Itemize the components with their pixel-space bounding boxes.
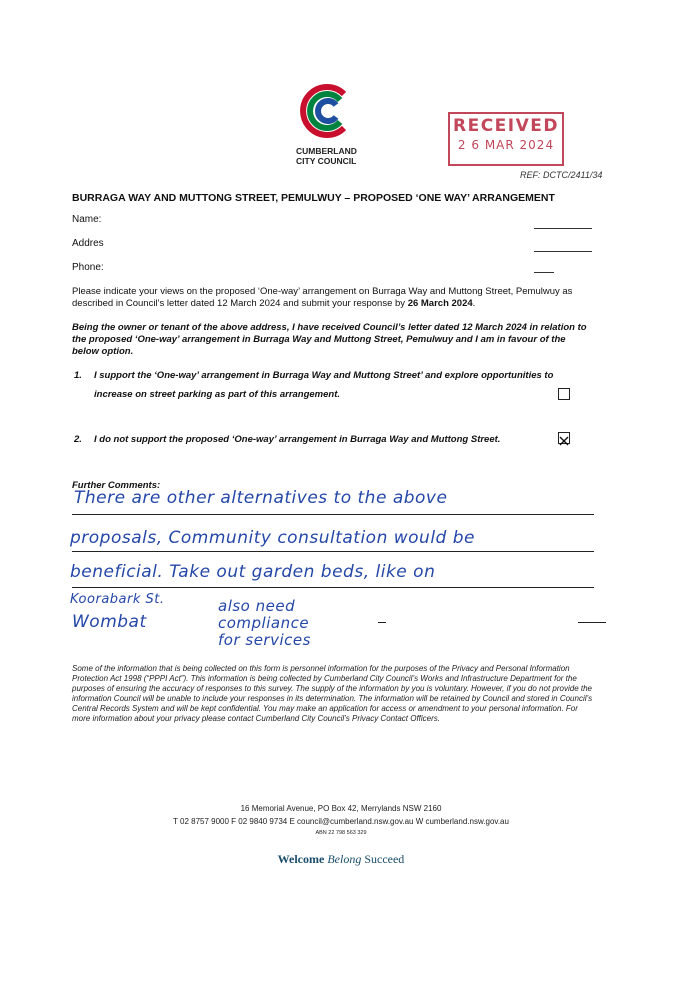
phone-line[interactable]: [534, 272, 554, 273]
comment-line-1: There are other alternatives to the abov…: [74, 488, 448, 508]
address-line[interactable]: [534, 251, 592, 252]
address-label: Addres: [72, 238, 104, 249]
phone-label: Phone:: [72, 262, 104, 273]
footer-contacts: T 02 8757 9000 F 02 9840 9734 E council@…: [173, 817, 509, 826]
stamp-received-text: RECEIVED: [453, 116, 559, 136]
footer-abn: ABN 22 798 563 329: [315, 830, 367, 836]
option-1-checkbox[interactable]: [558, 388, 570, 400]
option-1-line1: I support the ‘One-way’ arrangement in B…: [94, 370, 554, 381]
comment-side-note: also need compliance for services: [218, 598, 311, 649]
comment-rule-3: [72, 587, 594, 588]
comment-rule-1: [72, 514, 594, 515]
org-name: CUMBERLAND CITY COUNCIL: [296, 146, 357, 166]
name-label: Name:: [72, 214, 102, 225]
comment-line-3: beneficial. Take out garden beds, like o…: [70, 562, 436, 582]
side-note-line-1: also need: [218, 597, 296, 615]
tagline-succeed: Succeed: [361, 852, 405, 866]
footer-address: 16 Memorial Avenue, PO Box 42, Merryland…: [240, 804, 442, 813]
check-mark-icon: [559, 436, 569, 446]
reference-number: REF: DCTC/2411/34: [520, 170, 603, 180]
option-2-checkbox[interactable]: [558, 432, 570, 446]
name-line[interactable]: [534, 228, 592, 229]
comment-line-4: Koorabark St.: [70, 592, 165, 607]
footer-tagline: Welcome Belong Succeed: [0, 852, 682, 867]
option-2-number: 2.: [74, 434, 82, 445]
further-comments-label: Further Comments:: [72, 480, 161, 491]
comment-rule-2: [72, 551, 594, 552]
council-logo-icon: [300, 84, 347, 138]
intro-deadline: 26 March 2024: [407, 298, 473, 309]
tagline-belong: Belong: [327, 852, 362, 866]
org-name-line2: CITY COUNCIL: [296, 156, 357, 166]
comment-rule-4b: [578, 622, 606, 623]
stamp-date: 2 6 MAR 2024: [457, 138, 555, 152]
org-name-line1: CUMBERLAND: [296, 146, 357, 156]
option-1-line2: increase on street parking as part of th…: [94, 389, 341, 400]
privacy-notice: Some of the information that is being co…: [72, 664, 593, 723]
comment-line-2: proposals, Community consultation would …: [70, 528, 476, 548]
comment-line-5: Wombat: [72, 612, 147, 632]
intro-text: Please indicate your views on the propos…: [72, 286, 573, 309]
council-logo: [296, 80, 406, 170]
declaration-text: Being the owner or tenant of the above a…: [72, 322, 587, 357]
option-2-line1: I do not support the proposed ‘One-way’ …: [94, 434, 501, 445]
intro-end: .: [472, 298, 476, 309]
side-note-line-2: compliance: [218, 614, 310, 632]
tagline-welcome: Welcome: [277, 852, 328, 866]
comment-rule-4a: [378, 622, 386, 623]
side-note-line-3: for services: [218, 631, 311, 649]
option-1-number: 1.: [74, 370, 82, 381]
document-title: BURRAGA WAY AND MUTTONG STREET, PEMULWUY…: [72, 192, 555, 204]
intro-paragraph: Please indicate your views on the propos…: [72, 286, 594, 310]
received-stamp: RECEIVED 2 6 MAR 2024: [448, 112, 564, 166]
